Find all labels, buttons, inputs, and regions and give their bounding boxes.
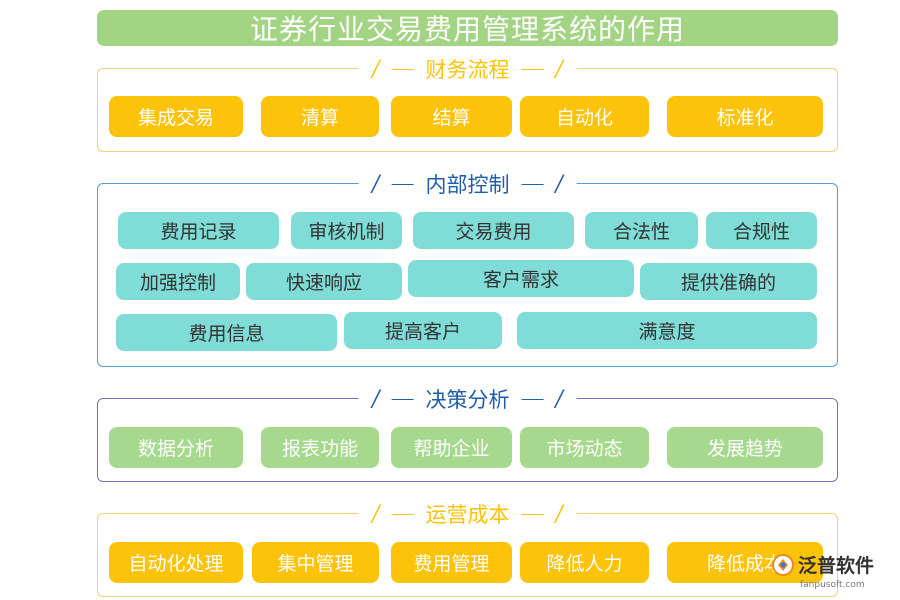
tile-expense-records: 费用记录 [118,212,279,249]
tile-expense-management: 费用管理 [391,542,512,583]
tile-trading-fees: 交易费用 [413,212,574,249]
tile-market-dynamics: 市场动态 [520,427,649,468]
tile-satisfaction: 满意度 [517,312,817,349]
tile-customer-needs: 客户需求 [408,260,634,297]
section-operating-cost: / 运营成本 / [97,499,838,597]
slash-decoration: / [555,501,563,527]
dash-decoration [521,513,544,515]
tile-reduce-cost: 降低成本 [667,542,823,583]
tile-provide-accurate: 提供准确的 [640,263,817,300]
tile-data-analysis: 数据分析 [109,427,243,468]
slash-decoration: / [555,386,563,412]
section-heading: / 运营成本 / [358,499,577,529]
tile-help-enterprise: 帮助企业 [391,427,512,468]
tile-integrated-trading: 集成交易 [109,96,243,137]
section-heading-label: 决策分析 [425,388,510,412]
dash-decoration [391,183,414,185]
slash-decoration: / [555,171,563,197]
dash-decoration [391,398,414,400]
section-heading-label: 内部控制 [425,173,510,197]
slash-decoration: / [372,386,380,412]
tile-compliance: 合规性 [706,212,817,249]
dash-decoration [391,513,414,515]
tile-quick-response: 快速响应 [246,263,402,300]
tile-development-trends: 发展趋势 [667,427,823,468]
tile-standardization: 标准化 [667,96,823,137]
fanpu-logo: 泛普软件 [772,551,874,578]
section-heading-label: 运营成本 [425,503,510,527]
tile-strengthen-control: 加强控制 [116,263,240,300]
fanpu-logo-url: fanpusoft.com [800,580,865,590]
section-heading: / 内部控制 / [358,169,577,199]
tile-audit-mechanism: 审核机制 [291,212,402,249]
tile-legality: 合法性 [585,212,698,249]
section-financial-process: / 财务流程 / [97,54,838,152]
slash-decoration: / [372,56,380,82]
tile-reduce-labor: 降低人力 [520,542,649,583]
tile-centralized-management: 集中管理 [252,542,379,583]
dash-decoration [521,398,544,400]
dash-decoration [521,183,544,185]
section-heading-label: 财务流程 [425,58,510,82]
section-heading: / 决策分析 / [358,384,577,414]
dash-decoration [391,68,414,70]
slash-decoration: / [372,501,380,527]
slash-decoration: / [555,56,563,82]
tile-expense-info: 费用信息 [116,314,337,351]
section-heading: / 财务流程 / [358,54,577,84]
tile-settlement: 结算 [391,96,512,137]
tile-clearing: 清算 [261,96,379,137]
slash-decoration: / [372,171,380,197]
fanpu-logo-name: 泛普软件 [798,555,875,577]
dash-decoration [521,68,544,70]
tile-report-functions: 报表功能 [261,427,379,468]
tile-improve-customer: 提高客户 [344,312,502,349]
section-decision-analysis: / 决策分析 / [97,384,838,482]
tile-automated-processing: 自动化处理 [109,542,243,583]
section-internal-control: / 内部控制 / [97,169,838,367]
fanpu-logo-icon [772,553,794,576]
diagram-title: 证券行业交易费用管理系统的作用 [97,10,838,46]
tile-automation: 自动化 [520,96,649,137]
